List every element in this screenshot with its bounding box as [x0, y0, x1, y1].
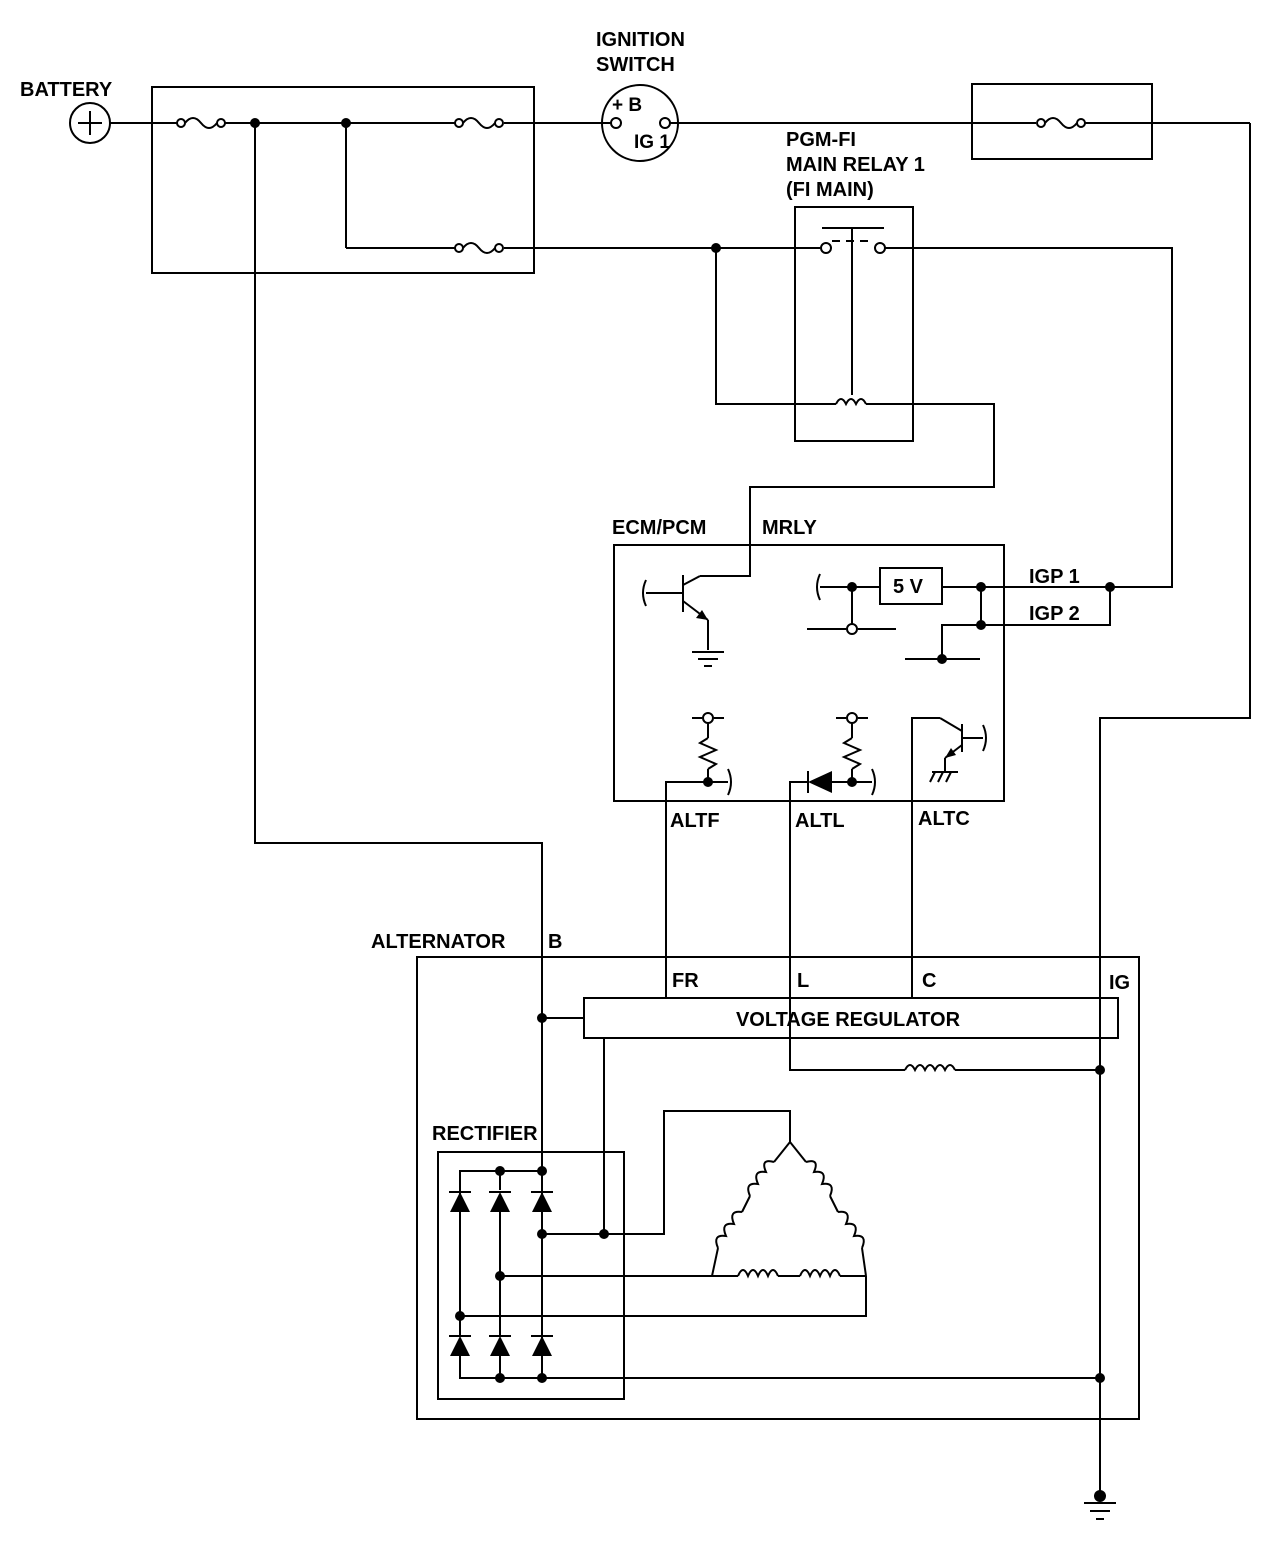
relay-coil — [835, 398, 867, 407]
rectifier-diodes-lower — [449, 1335, 553, 1356]
regulator-wires — [542, 1017, 605, 1234]
relay-label-1: PGM-FI — [786, 129, 856, 151]
battery-symbol — [69, 102, 111, 144]
fuse-4 — [1036, 117, 1086, 129]
junction — [847, 777, 857, 787]
junction — [703, 777, 713, 787]
ecm-box — [613, 544, 1005, 802]
igp2-label: IGP 2 — [1029, 603, 1080, 625]
altc-label: ALTC — [918, 808, 970, 830]
fuse-1 — [176, 117, 226, 129]
junction — [537, 1166, 547, 1176]
ig-terminal-label: IG — [1109, 972, 1130, 994]
ignition-b-terminal: + B — [612, 95, 642, 116]
fuse-2 — [454, 117, 504, 129]
ecm-label: ECM/PCM — [612, 517, 706, 539]
battery-label: BATTERY — [20, 79, 113, 101]
junction — [847, 582, 857, 592]
ignition-switch-label-1: IGNITION — [596, 29, 685, 51]
junction — [976, 582, 986, 592]
fr-terminal-label: FR — [672, 970, 699, 992]
main-relay-box — [794, 206, 914, 442]
junction — [537, 1229, 547, 1239]
ignition-switch-label-2: SWITCH — [596, 54, 675, 76]
altf-pullup-resistor — [665, 712, 732, 998]
c-terminal-label: C — [922, 970, 936, 992]
altf-label: ALTF — [670, 810, 720, 832]
igp1-label: IGP 1 — [1029, 566, 1080, 588]
altl-label: ALTL — [795, 810, 845, 832]
junction — [976, 620, 986, 630]
junction — [1095, 1065, 1105, 1075]
junction — [599, 1229, 609, 1239]
altc-transistor — [911, 717, 987, 998]
voltage-regulator-label: VOLTAGE REGULATOR — [736, 1009, 961, 1031]
junction — [495, 1373, 505, 1383]
junction — [1105, 582, 1115, 592]
branch-wire-fuse-3 — [345, 123, 820, 249]
ignition-ig1-terminal: IG 1 — [634, 132, 670, 153]
junction — [537, 1013, 547, 1023]
rectifier-diodes-upper — [449, 1191, 553, 1212]
junction — [495, 1166, 505, 1176]
fuse-box — [151, 86, 535, 274]
junction — [455, 1311, 465, 1321]
ground-symbol — [1084, 1490, 1116, 1520]
mrly-transistor — [642, 575, 724, 667]
junction — [937, 654, 947, 664]
junction — [495, 1271, 505, 1281]
rectifier-label: RECTIFIER — [432, 1123, 538, 1145]
relay-contact — [820, 227, 886, 395]
relay-coil-wires — [700, 248, 995, 577]
relay-output-wire — [885, 247, 1173, 588]
l-terminal-label: L — [797, 970, 809, 992]
relay-label-2: MAIN RELAY 1 — [786, 154, 925, 176]
mrly-label: MRLY — [762, 517, 817, 539]
alternator-box — [416, 956, 1140, 1420]
alternator-b-wire — [254, 123, 543, 1378]
b-terminal-label: B — [548, 931, 562, 953]
dash-fuse-box — [971, 83, 1153, 160]
junction — [537, 1373, 547, 1383]
field-coil — [904, 1064, 1100, 1073]
alternator-label: ALTERNATOR — [371, 931, 506, 953]
junction — [1095, 1373, 1105, 1383]
fuse-3 — [454, 242, 504, 254]
ignition-output-wire — [670, 122, 1251, 1496]
relay-label-3: (FI MAIN) — [786, 179, 874, 201]
altl-diode-resistor — [789, 712, 905, 1071]
five-volt-label: 5 V — [893, 576, 924, 598]
stator-winding — [711, 1141, 867, 1279]
